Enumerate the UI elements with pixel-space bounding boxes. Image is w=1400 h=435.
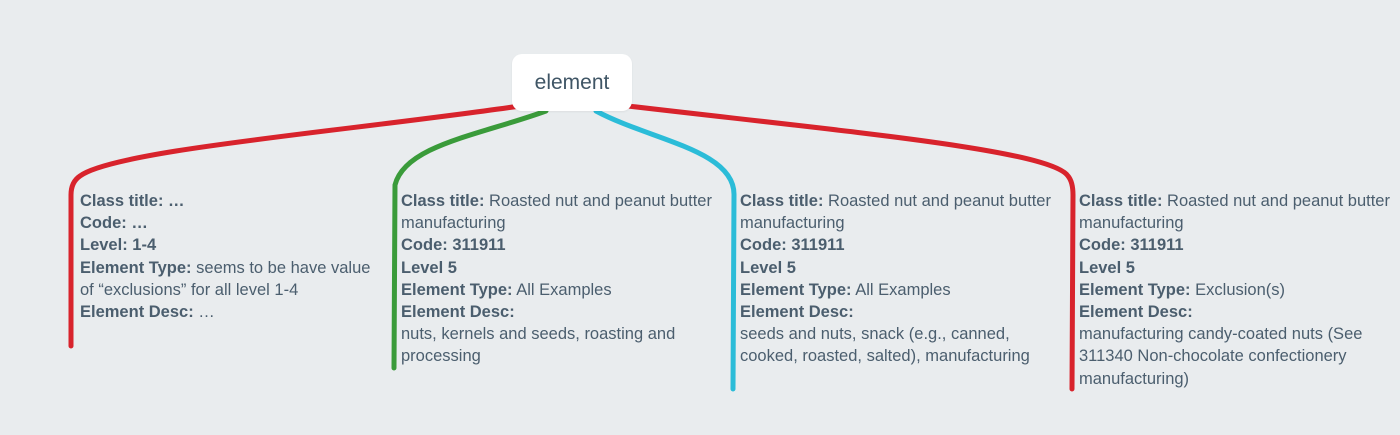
leaf-node-1[interactable]: Class title: … Code: … Level: 1-4 Elemen… [80, 190, 380, 323]
leaf-node-3[interactable]: Class title: Roasted nut and peanut butt… [740, 190, 1060, 368]
class-title-label: Class title: [1079, 192, 1163, 210]
element-desc-value: manufacturing candy-coated nuts (See 311… [1079, 325, 1363, 388]
root-node-element[interactable]: element [512, 54, 632, 111]
branch-connector-2 [391, 108, 549, 371]
leaf-node-4[interactable]: Class title: Roasted nut and peanut butt… [1079, 190, 1394, 390]
element-type-value: Exclusion(s) [1190, 280, 1286, 299]
leaf-node-2[interactable]: Class title: Roasted nut and peanut butt… [401, 190, 716, 368]
code-label: Code: [740, 236, 787, 255]
branch-connector-4 [625, 103, 1076, 392]
element-desc-label: Element Desc: [401, 303, 515, 322]
class-title-value: Roasted nut and peanut butter manufactur… [740, 192, 1051, 233]
element-desc-label: Element Desc: [1079, 303, 1193, 322]
level-text: Level 5 [1079, 258, 1135, 277]
root-node-label: element [534, 70, 610, 94]
element-type-label: Element Type: [1079, 280, 1191, 299]
element-type-value: All Examples [851, 280, 951, 299]
class-title-value: Roasted nut and peanut butter manufactur… [401, 192, 712, 233]
branch-connector-3 [593, 108, 737, 392]
code-value: 311911 [447, 236, 506, 255]
level-text: Level 5 [740, 258, 796, 277]
code-label: Code: [401, 236, 448, 255]
code-value: 311911 [1125, 236, 1184, 255]
element-desc-value: … [193, 303, 215, 322]
class-title-label: Class title: [401, 192, 485, 210]
class-title-value: … [163, 192, 185, 210]
element-desc-label: Element Desc: [80, 303, 194, 322]
element-type-label: Element Type: [80, 258, 192, 277]
level-text: Level: 1-4 [80, 236, 157, 255]
class-title-label: Class title: [80, 192, 164, 210]
class-title-label: Class title: [740, 192, 824, 210]
element-desc-value: seeds and nuts, snack (e.g., canned, coo… [740, 325, 1030, 366]
element-type-label: Element Type: [740, 280, 852, 299]
element-desc-label: Element Desc: [740, 303, 854, 322]
branch-connector-1 [68, 103, 523, 349]
code-label: Code: [80, 214, 127, 233]
element-type-value: All Examples [512, 280, 612, 299]
code-label: Code: [1079, 236, 1126, 255]
code-value: … [126, 214, 148, 233]
element-desc-value: nuts, kernels and seeds, roasting and pr… [401, 325, 676, 366]
element-type-value: seems to be have value of “exclusions” f… [80, 258, 371, 299]
element-type-label: Element Type: [401, 280, 513, 299]
level-text: Level 5 [401, 258, 457, 277]
class-title-value: Roasted nut and peanut butter manufactur… [1079, 192, 1390, 233]
code-value: 311911 [786, 236, 845, 255]
